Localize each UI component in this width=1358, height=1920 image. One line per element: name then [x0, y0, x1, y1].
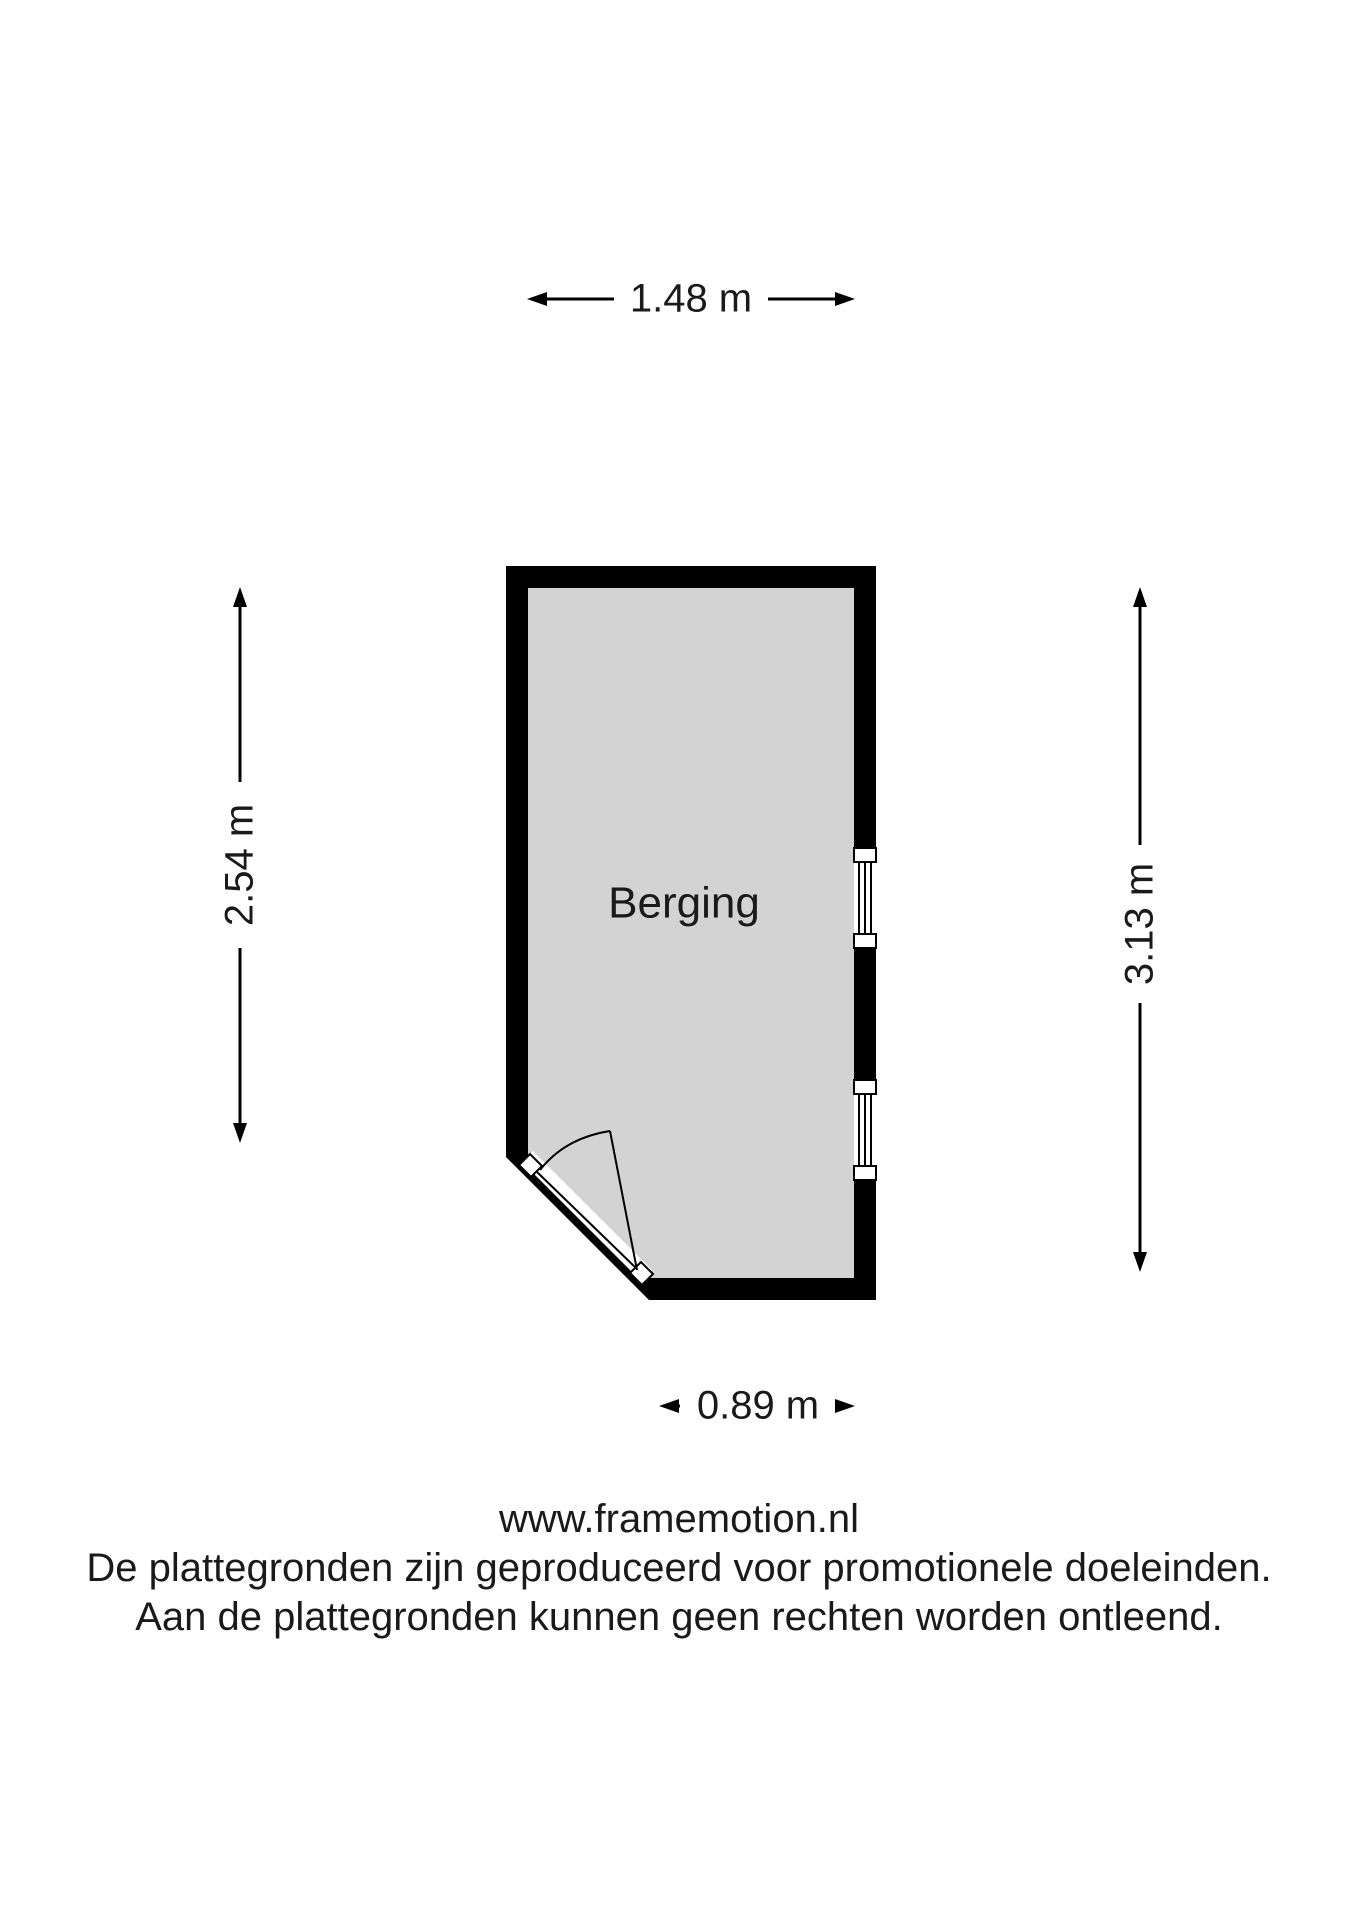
door	[517, 1130, 655, 1287]
dimension-bottom: 0.89 m	[659, 1384, 855, 1428]
window-lower	[853, 1079, 877, 1181]
dimension-bottom-label: 0.89 m	[697, 1384, 819, 1428]
footer: www.framemotion.nl De plattegronden zijn…	[0, 1495, 1358, 1642]
room-floor	[528, 588, 854, 1278]
dimension-right: 3.13 m	[1118, 587, 1162, 1272]
room-label: Berging	[608, 879, 760, 928]
dimension-top-label: 1.48 m	[630, 277, 752, 321]
dimension-left-label: 2.54 m	[218, 804, 262, 926]
window-upper	[853, 847, 877, 949]
dimension-right-label: 3.13 m	[1118, 863, 1162, 985]
website-link[interactable]: www.framemotion.nl	[498, 1497, 860, 1541]
disclaimer-line-2: Aan de plattegronden kunnen geen rechten…	[135, 1595, 1223, 1639]
dimension-top: 1.48 m	[527, 277, 855, 321]
dimension-left: 2.54 m	[218, 587, 262, 1143]
disclaimer-line-1: De plattegronden zijn geproduceerd voor …	[86, 1546, 1272, 1590]
